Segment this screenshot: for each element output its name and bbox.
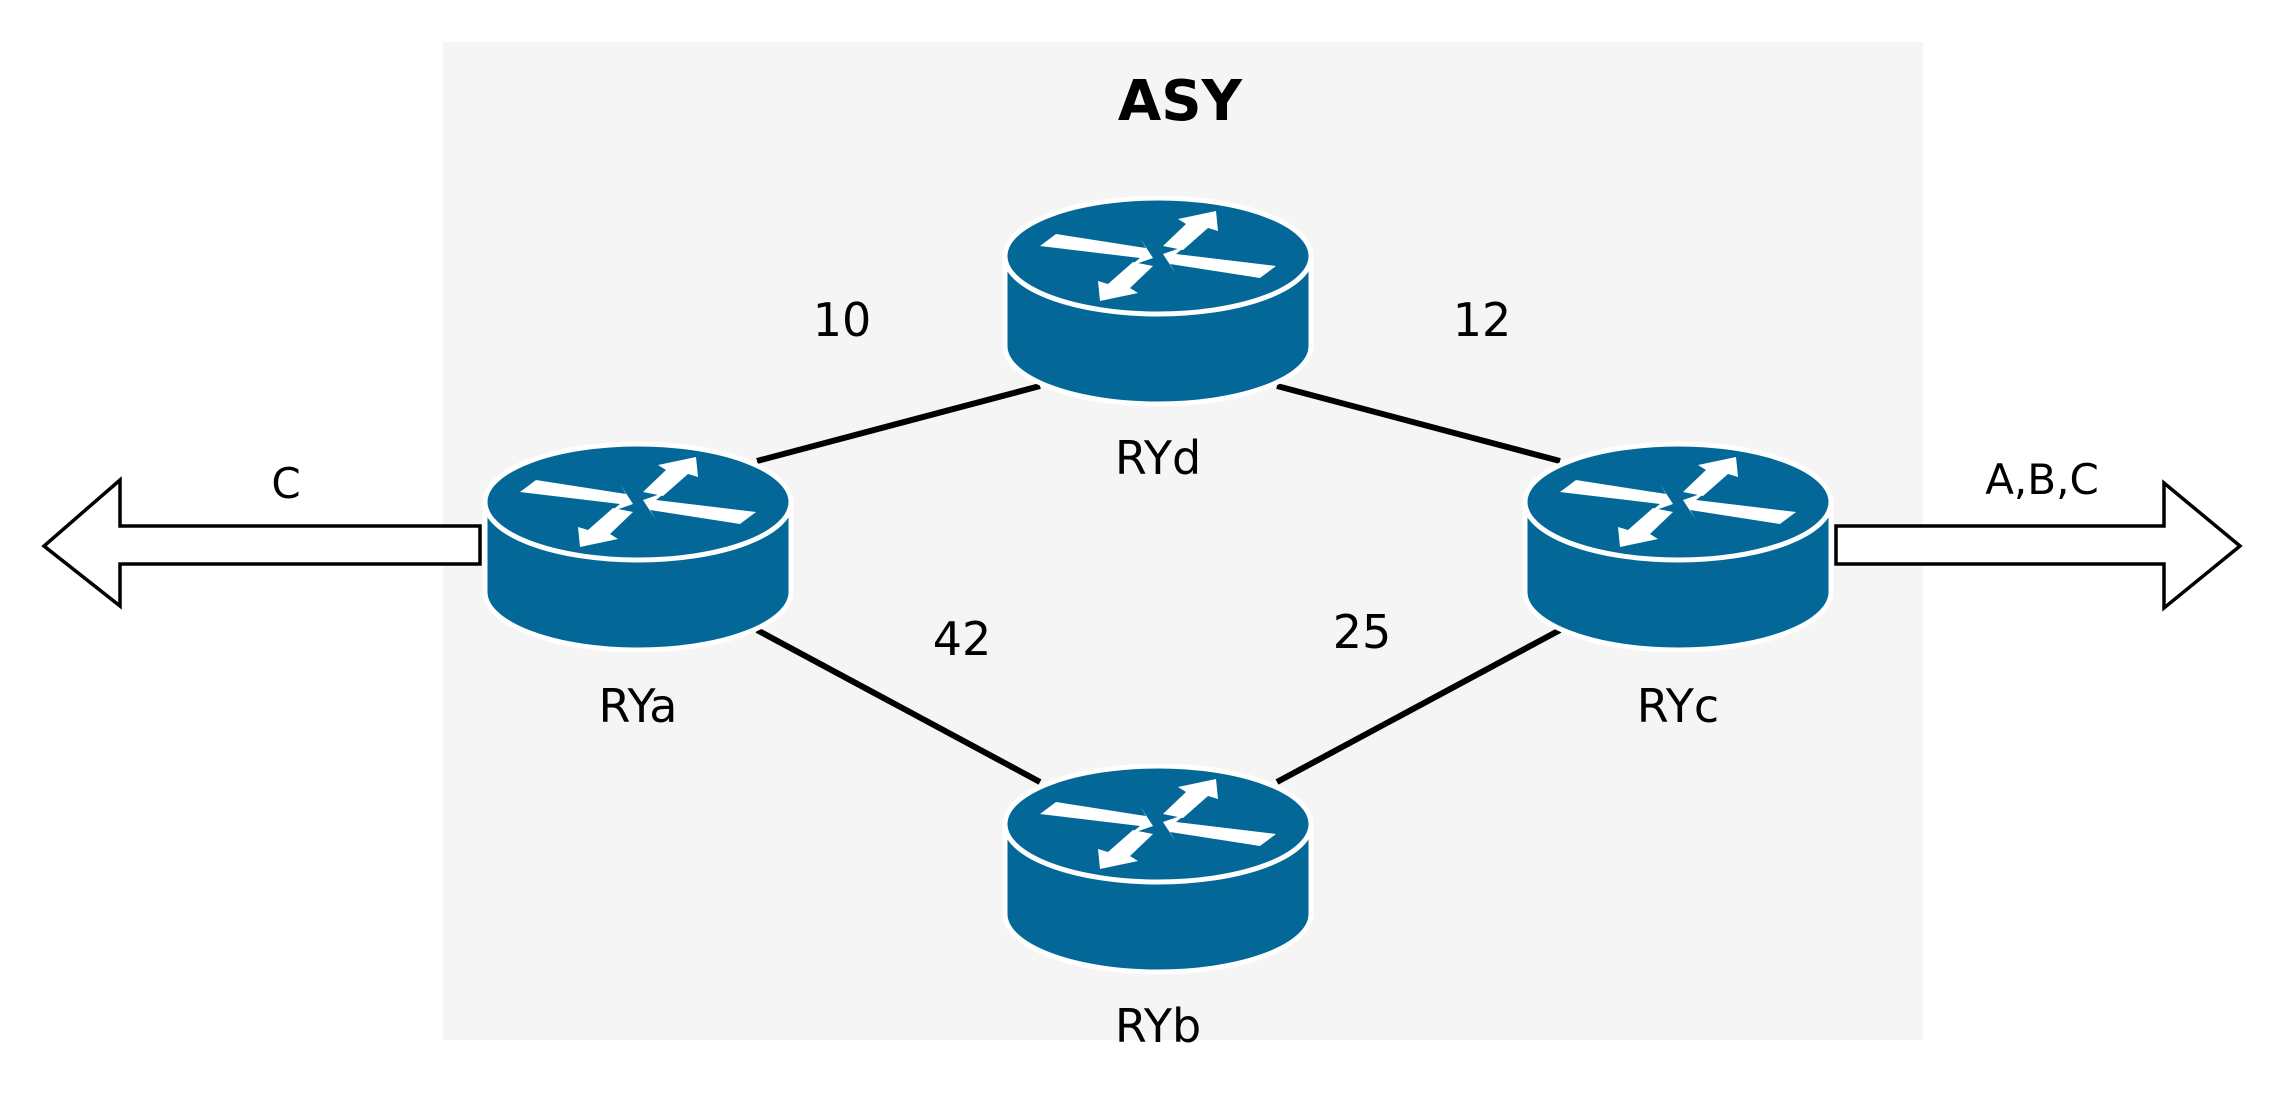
router-label: RYd — [1115, 431, 1201, 485]
link-cost-rya-ryb: 42 — [933, 612, 992, 666]
link-cost-ryd-ryc: 12 — [1453, 293, 1512, 347]
external-label-left: C — [271, 459, 300, 508]
router-label: RYb — [1115, 999, 1201, 1053]
link-rya-ryd — [756, 383, 1041, 464]
router-icon — [1525, 444, 1831, 650]
router-icon — [1005, 766, 1311, 972]
diagram-title: ASY — [1118, 69, 1244, 134]
external-label-right: A,B,C — [1985, 455, 2099, 504]
link-cost-rya-ryd: 10 — [813, 293, 872, 347]
router-icon — [1005, 198, 1311, 404]
router-icon — [485, 444, 791, 650]
link-cost-ryb-ryc: 25 — [1333, 605, 1392, 659]
link-ryd-ryc — [1276, 383, 1561, 464]
router-ryd: RYd — [1005, 198, 1311, 485]
link-rya-ryb — [755, 627, 1042, 785]
external-arrow-left — [41, 476, 482, 610]
router-ryb: RYb — [1005, 766, 1311, 1053]
router-ryc: RYc — [1525, 444, 1831, 733]
router-rya: RYa — [485, 444, 791, 733]
link-ryb-ryc — [1275, 627, 1562, 785]
external-arrow-right — [1834, 479, 2243, 612]
router-label: RYa — [599, 679, 678, 733]
router-label: RYc — [1637, 679, 1719, 733]
